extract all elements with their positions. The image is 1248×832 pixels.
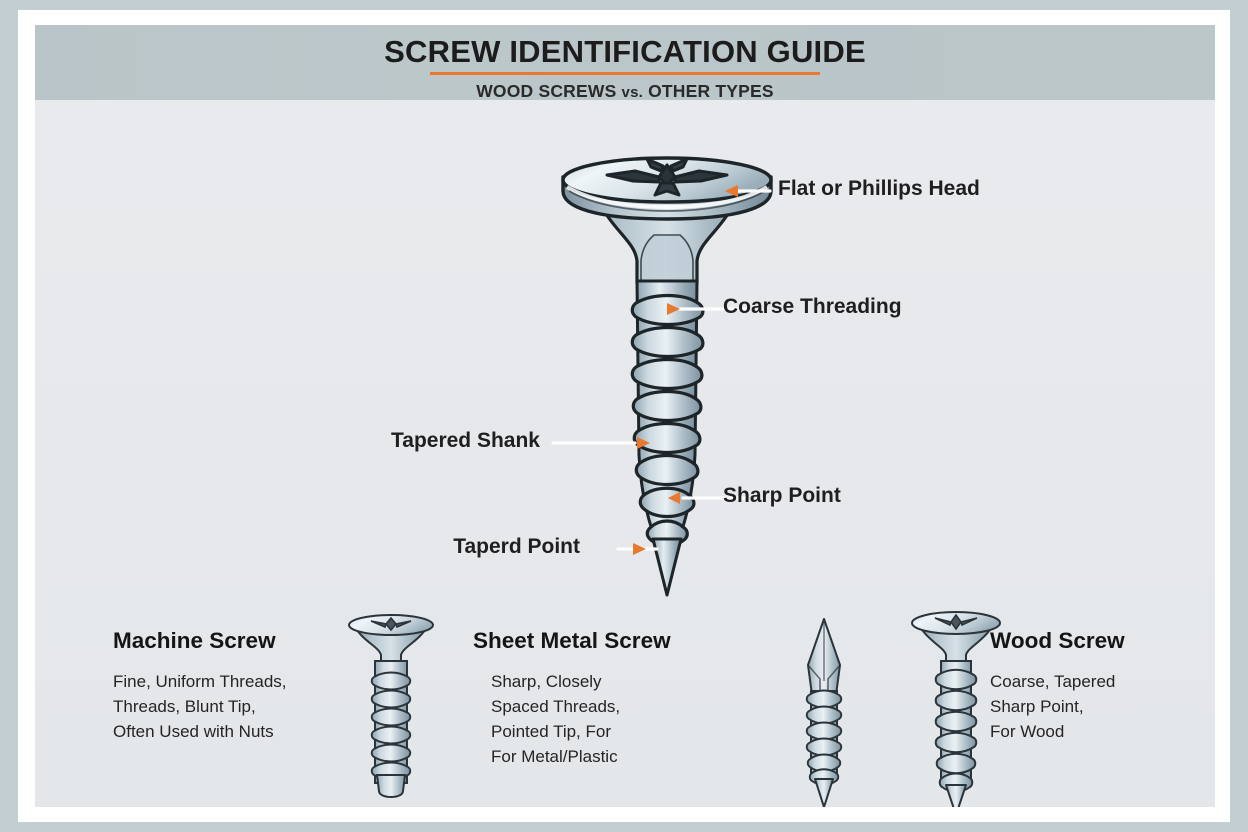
machine-screw-illustration [348,614,434,798]
screw-type-sheet-metal-screw: Sheet Metal Screw Sharp, Closely Spaced … [473,628,693,770]
desc-line: Spaced Threads, [491,696,621,716]
main-wood-screw-illustration [561,156,773,597]
wood-screw-small-illustration [911,611,1001,807]
callout-label-flat-or-phillips-head: Flat or Phillips Head [778,177,980,200]
subtitle-vs: vs. [621,83,643,101]
callout-label-coarse-threading: Coarse Threading [723,295,902,318]
desc-line: Threads, Blunt Tip, [113,696,256,716]
screw-type-description: Fine, Uniform Threads, Threads, Blunt Ti… [113,670,323,745]
callout-label-tapered-shank: Tapered Shank [391,429,540,452]
header: SCREW IDENTIFICATION GUIDE WOOD SCREWS v… [35,25,1215,102]
desc-line: Often Used with Nuts [113,721,274,741]
subtitle-part1: WOOD SCREWS [476,80,617,101]
desc-line: Sharp, Closely [491,672,602,691]
coarse-threads [630,293,705,548]
desc-line: Pointed Tip, For [491,721,612,741]
desc-line: For Wood [990,721,1065,741]
desc-line: For Metal/Plastic [491,746,618,766]
poster-canvas: SCREW IDENTIFICATION GUIDE WOOD SCREWS v… [35,25,1215,807]
desc-line: Coarse, Tapered [990,672,1116,691]
screw-type-description: Coarse, Tapered Sharp Point, For Wood [990,670,1205,745]
desc-line: Fine, Uniform Threads, [113,672,287,691]
screw-type-description: Sharp, Closely Spaced Threads, Pointed T… [473,670,693,770]
page-title: SCREW IDENTIFICATION GUIDE [384,34,866,69]
screw-type-title: Machine Screw [113,628,276,653]
phillips-drive [605,157,729,197]
screw-type-wood-screw: Wood Screw Coarse, Tapered Sharp Point, … [990,628,1205,745]
callout-label-taperd-point: Taperd Point [453,535,580,558]
screw-type-title: Sheet Metal Screw [473,628,671,653]
page-subtitle: WOOD SCREWS vs. OTHER TYPES [35,81,1215,102]
title-underline-rule [430,71,820,75]
header-band [35,25,1215,100]
sheet-metal-screw-illustration [805,618,843,807]
callout-label-sharp-point: Sharp Point [723,484,841,507]
desc-line: Sharp Point, [990,696,1084,716]
screw-type-title: Wood Screw [990,628,1125,653]
screw-type-machine-screw: Machine Screw Fine, Uniform Threads, Thr… [113,628,323,745]
subtitle-part2: OTHER TYPES [648,80,774,101]
